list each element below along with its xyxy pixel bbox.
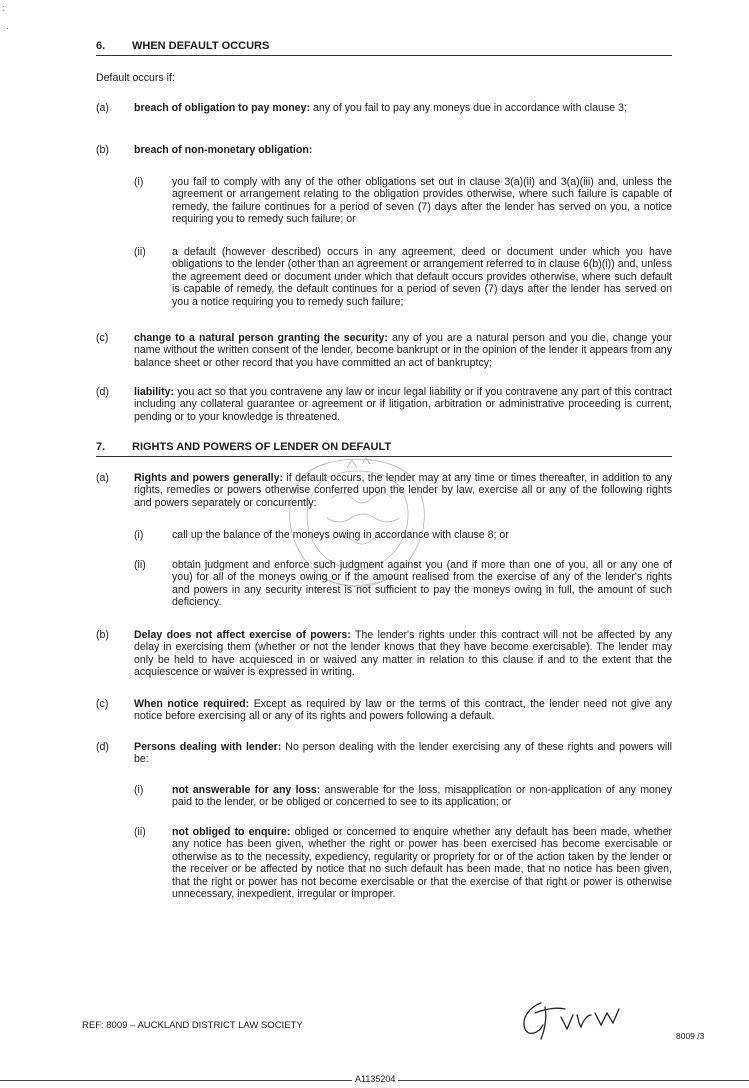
- seal-stamp: [289, 457, 425, 587]
- footer-reference: REF: 8009 – AUCKLAND DISTRICT LAW SOCIET…: [82, 1020, 303, 1031]
- clause-6a: breach of obligation to pay money: any o…: [134, 102, 672, 114]
- clause-7d-ii: not obliged to enquire: obliged or conce…: [172, 826, 672, 900]
- signature: [523, 1002, 620, 1040]
- clause-7a-ii: obtain judgment and enforce such judgmen…: [172, 559, 672, 609]
- clause-label: (c): [96, 698, 109, 710]
- clause-text: if default occurs, the lender may at any…: [134, 472, 672, 509]
- section-number: 6.: [96, 40, 106, 52]
- clause-7b: Delay does not affect exercise of powers…: [134, 629, 672, 679]
- clause-text: No person dealing with the lender exerci…: [134, 741, 672, 766]
- subclause-label: (i): [134, 529, 144, 541]
- clause-label: (b): [96, 144, 109, 156]
- scan-mark: :: [2, 3, 5, 13]
- clause-6d: liability: you act so that you contraven…: [134, 386, 672, 423]
- clause-6b-i: you fail to comply with any of the other…: [172, 176, 672, 226]
- clause-heading: Rights and powers generally:: [134, 472, 284, 484]
- document-id: A1135204: [352, 1073, 399, 1086]
- subclause-label: (i): [134, 176, 144, 188]
- clause-heading: Persons dealing with lender:: [134, 741, 282, 753]
- section-title: RIGHTS AND POWERS OF LENDER ON DEFAULT: [132, 441, 392, 453]
- clause-label: (c): [96, 332, 109, 344]
- clause-text: you act so that you contravene any law o…: [134, 386, 673, 423]
- clause-heading: liability:: [134, 386, 175, 398]
- clause-text: any of you fail to pay any moneys due in…: [312, 102, 627, 114]
- clause-heading: breach of obligation to pay money:: [134, 102, 310, 114]
- clause-7d-i: not answerable for any loss: answerable …: [172, 784, 672, 809]
- page-number: 8009 /3: [676, 1031, 705, 1041]
- clause-6b-heading: breach of non-monetary obligation:: [134, 144, 313, 156]
- clause-text: Except as required by law or the terms o…: [134, 698, 672, 723]
- clause-heading: change to a natural person granting the …: [134, 332, 388, 344]
- clause-label: (a): [96, 102, 109, 114]
- clause-7a-i: call up the balance of the moneys owing …: [172, 529, 509, 541]
- clause-7a: Rights and powers generally: if default …: [134, 472, 672, 509]
- clause-7d: Persons dealing with lender: No person d…: [134, 741, 672, 766]
- clause-text: any of you are a natural person and you …: [134, 332, 672, 369]
- clause-text: obliged or concerned to enquire whether …: [172, 826, 672, 901]
- section-title: WHEN DEFAULT OCCURS: [132, 40, 270, 52]
- section-number: 7.: [96, 441, 106, 453]
- clause-text: The lender's rights under this contract …: [134, 629, 672, 679]
- section-6-heading: 6. WHEN DEFAULT OCCURS: [96, 40, 269, 52]
- clause-heading: not obliged to enquire:: [172, 826, 291, 838]
- clause-label: (b): [96, 629, 109, 641]
- clause-text: answerable for the loss, misapplication …: [172, 784, 672, 809]
- subclause-label: (ii): [134, 559, 146, 571]
- subclause-label: (ii): [134, 246, 146, 258]
- clause-label: (d): [96, 386, 109, 398]
- clause-6c: change to a natural person granting the …: [134, 332, 672, 369]
- heading-rule: [96, 456, 672, 457]
- clause-heading: Delay does not affect exercise of powers…: [134, 629, 351, 641]
- scan-mark: ·: [6, 23, 9, 33]
- section-6-intro: Default occurs if:: [96, 72, 175, 84]
- clause-label: (a): [96, 472, 109, 484]
- section-7-heading: 7. RIGHTS AND POWERS OF LENDER ON DEFAULT: [96, 441, 391, 453]
- clause-label: (d): [96, 741, 109, 753]
- clause-6b-ii: a default (however described) occurs in …: [172, 246, 672, 308]
- subclause-label: (i): [134, 784, 144, 796]
- clause-7c: When notice required: Except as required…: [134, 698, 672, 723]
- heading-rule: [96, 55, 672, 56]
- subclause-label: (ii): [134, 826, 146, 838]
- clause-heading: not answerable for any loss:: [172, 784, 321, 796]
- clause-heading: When notice required:: [134, 698, 250, 710]
